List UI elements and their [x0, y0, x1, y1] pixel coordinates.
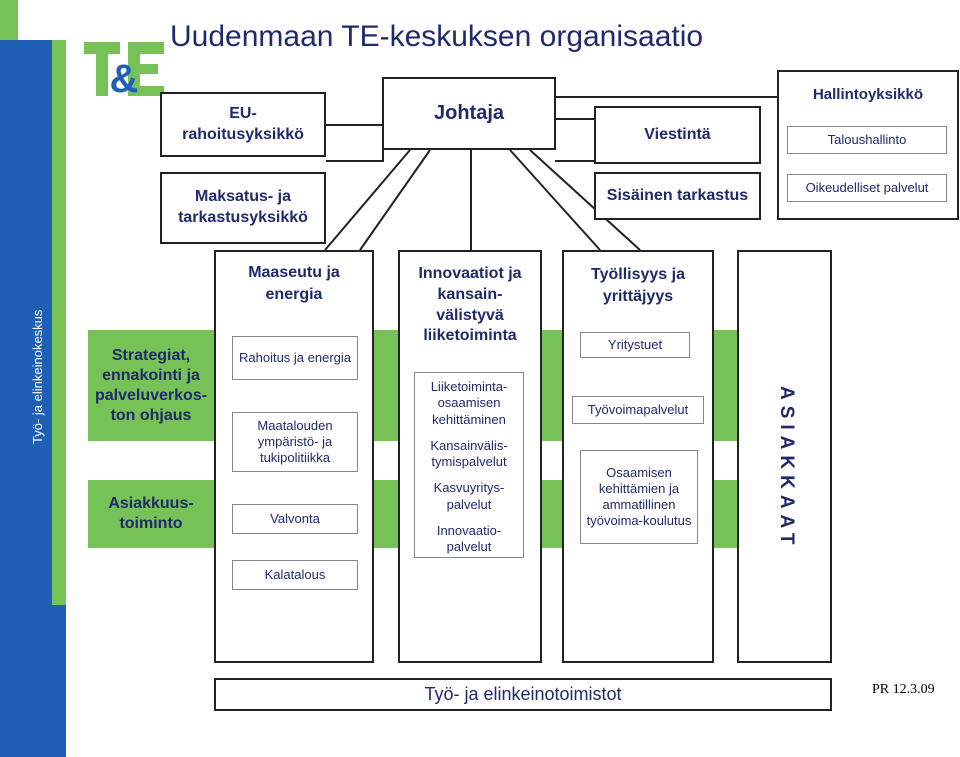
column-item: Innovaatio-palvelut — [436, 522, 502, 554]
viestinta-label: Viestintä — [644, 126, 711, 143]
column-item: Valvonta — [232, 504, 358, 534]
line-viestinta — [555, 118, 595, 120]
stripe-white-top — [18, 0, 66, 40]
line-eu — [326, 124, 382, 126]
column-item: Liiketoiminta-osaamisen kehittäminen — [430, 379, 508, 427]
te-logo: & — [84, 42, 164, 101]
hallinto-box: Hallintoyksikkö Taloushallinto Oikeudell… — [777, 70, 959, 220]
bottom-label: Työ- ja elinkeinotoimistot — [424, 684, 622, 704]
strategiat-label: Strategiat, ennakointi ja palveluverkos-… — [94, 346, 208, 424]
eu-box: EU-rahoitusyksikkö — [160, 92, 326, 157]
column-item: Yritystuet — [580, 332, 690, 358]
johtaja-label: Johtaja — [433, 102, 505, 124]
column-item: Kasvuyritys-palvelut — [433, 480, 505, 512]
line-sisainen — [555, 160, 595, 162]
johtaja-box: Johtaja — [382, 77, 556, 150]
hallinto-title: Hallintoyksikkö — [812, 86, 924, 103]
sisainen-label: Sisäinen tarkastus — [606, 187, 749, 204]
tyo-ja-elinkeinotoimistot-box: Työ- ja elinkeinotoimistot — [214, 678, 832, 711]
side-stripe: Työ- ja elinkeinokeskus — [0, 0, 66, 757]
line-hallinto — [555, 96, 777, 98]
column-title: Maaseutu ja energia — [248, 264, 340, 303]
column-title: Innovaatiot ja kansain-välistyvä liiketo… — [418, 265, 522, 345]
items-frame: Liiketoiminta-osaamisen kehittäminen Kan… — [414, 372, 524, 558]
line-maksatus — [326, 160, 382, 162]
sisainen-box: Sisäinen tarkastus — [594, 172, 761, 220]
stripe-green-top — [0, 0, 18, 40]
column-tyollisyys: Työllisyys ja yrittäjyys Yritystuet Työv… — [562, 250, 714, 663]
svg-text:&: & — [110, 57, 139, 98]
column-item: Rahoitus ja energia — [232, 336, 358, 380]
asiakkaat-box: ASIAKKAAT — [737, 250, 832, 663]
stripe-blue-bottom — [0, 605, 66, 757]
page-title: Uudenmaan TE-keskuksen organisaatio — [170, 20, 704, 53]
column-maaseutu: Maaseutu ja energia Rahoitus ja energia … — [214, 250, 374, 663]
stripe-green-mid — [52, 40, 66, 605]
column-innovaatiot: Innovaatiot ja kansain-välistyvä liiketo… — [398, 250, 542, 663]
maksatus-label: Maksatus- ja tarkastusyksikkö — [178, 188, 308, 226]
hallinto-item: Taloushallinto — [787, 126, 947, 154]
footer-date: PR 12.3.09 — [872, 682, 935, 697]
column-item: Kalatalous — [232, 560, 358, 590]
strategiat-box: Strategiat, ennakointi ja palveluverkos-… — [88, 330, 214, 441]
asiakkuus-box: Asiakkuus-toiminto — [88, 480, 214, 548]
te-logo-icon: & — [84, 42, 164, 101]
connector-diagonals — [324, 149, 641, 251]
column-item: Maatalouden ympäristö- ja tukipolitiikka — [232, 412, 358, 472]
column-item: Työvoimapalvelut — [572, 396, 704, 424]
eu-label: EU-rahoitusyksikkö — [182, 104, 304, 143]
hallinto-item: Oikeudelliset palvelut — [787, 174, 947, 202]
asiakkuus-label: Asiakkuus-toiminto — [108, 495, 194, 532]
maksatus-box: Maksatus- ja tarkastusyksikkö — [160, 172, 326, 244]
viestinta-box: Viestintä — [594, 106, 761, 164]
column-item: Osaamisen kehittämien ja ammatillinen ty… — [580, 450, 698, 544]
asiakkaat-label: ASIAKKAAT — [776, 386, 797, 551]
column-title: Työllisyys ja yrittäjyys — [591, 266, 685, 305]
column-item: Kansainvälis-tymispalvelut — [430, 437, 508, 469]
line-down — [470, 150, 472, 250]
